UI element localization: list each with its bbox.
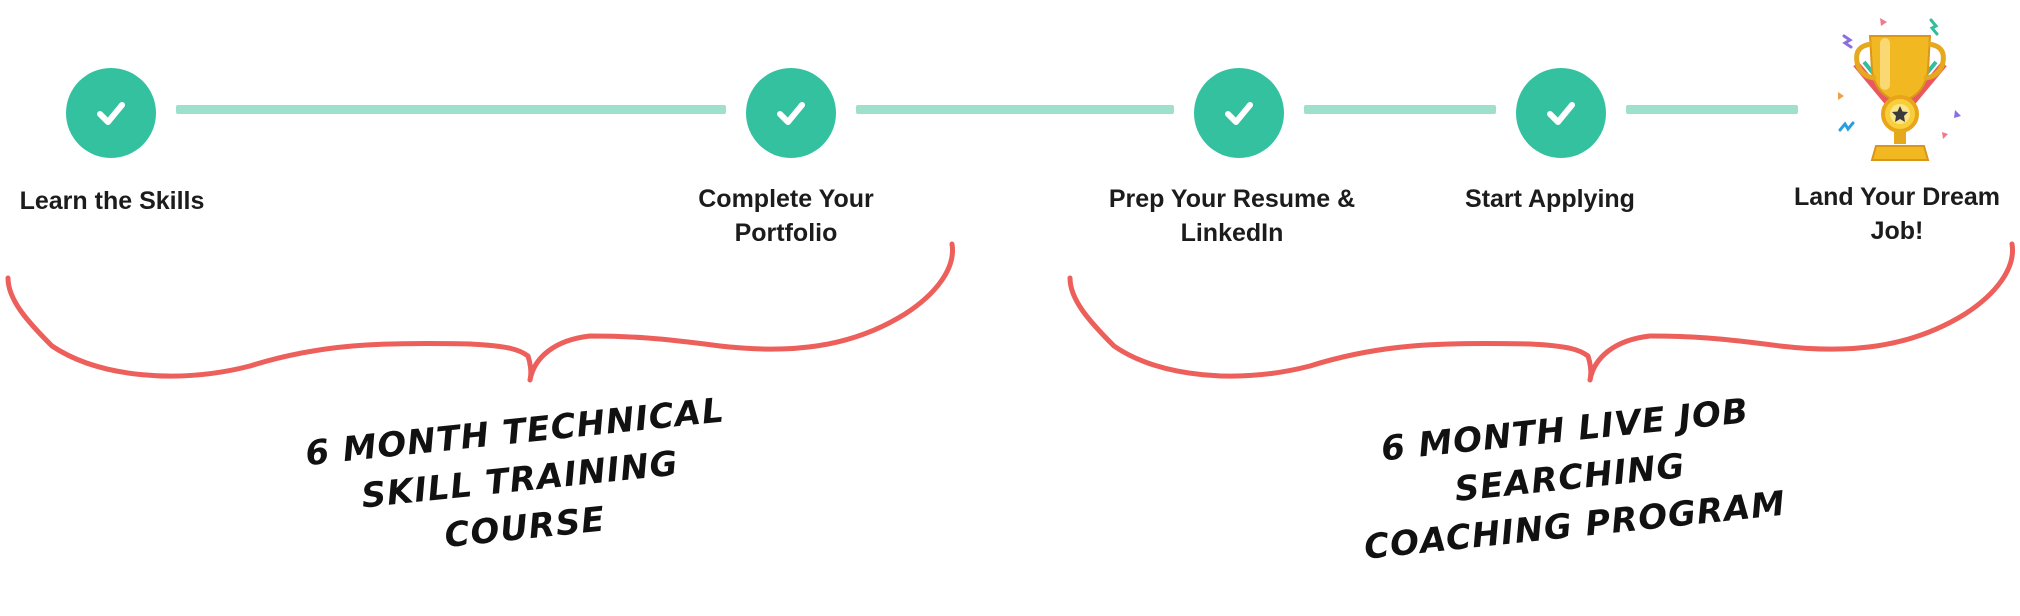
step-1-label-line-1: Learn the Skills <box>19 187 205 215</box>
step-2-label-line-1: Complete Your <box>698 185 874 213</box>
connector-line <box>1626 105 1798 114</box>
phase-2-caption: 6 MONTH LIVE JOB SEARCHING COACHING PROG… <box>1284 377 1856 579</box>
step-2-check-circle <box>746 68 836 158</box>
step-5-label-line-2: Job! <box>1870 217 1924 245</box>
step-2-label: Complete Your Portfolio <box>666 182 906 250</box>
phase-2-brace <box>1067 241 2015 383</box>
step-4-label: Start Applying <box>1440 182 1660 216</box>
step-2-label-line-2: Portfolio <box>734 219 838 247</box>
trophy-icon <box>1838 18 1961 161</box>
step-3-label-line-1: Prep Your Resume & <box>1108 185 1356 213</box>
step-5-label: Land Your Dream Job! <box>1772 180 2020 248</box>
step-3-check-circle <box>1194 68 1284 158</box>
step-4-label-line-1: Start Applying <box>1465 185 1635 213</box>
check-icon <box>1225 102 1253 125</box>
check-icon <box>97 102 125 125</box>
connector-line <box>856 105 1174 114</box>
step-3-label-line-2: LinkedIn <box>1180 219 1284 247</box>
phase-1-brace <box>5 241 955 383</box>
connector-line <box>1304 105 1496 114</box>
step-1-label: Learn the Skills <box>0 184 224 218</box>
step-3-label: Prep Your Resume & LinkedIn <box>1082 182 1382 250</box>
check-icon <box>777 102 805 125</box>
step-1-check-circle <box>66 68 156 158</box>
check-icon <box>1547 102 1575 125</box>
connector-line <box>176 105 726 114</box>
step-5-label-line-1: Land Your Dream <box>1793 183 2001 211</box>
step-4-check-circle <box>1516 68 1606 158</box>
phase-1-caption: 6 MONTH TECHNICAL SKILL TRAINING COURSE <box>274 383 766 576</box>
